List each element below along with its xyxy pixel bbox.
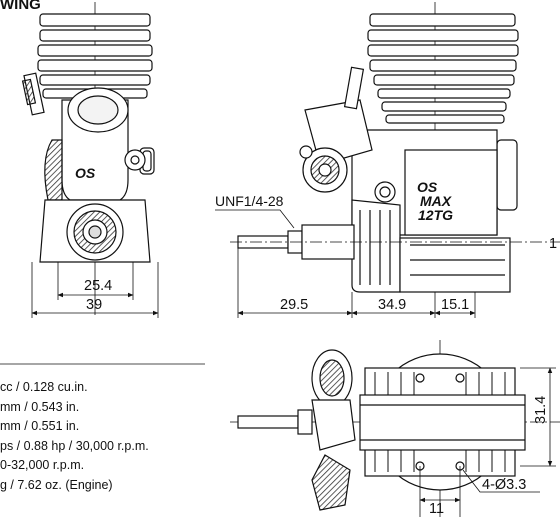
- dim-hole-spacing: 11: [429, 501, 444, 517]
- side-cylinder-fins: [367, 13, 519, 124]
- front-logo: OS: [75, 165, 96, 181]
- spec-line: 0-32,000 r.p.m.: [0, 458, 85, 472]
- side-logo: OS: [417, 179, 438, 195]
- dim-cut-edge: 1: [549, 236, 557, 252]
- section-title: WING: [0, 0, 41, 13]
- front-view: [21, 2, 159, 318]
- side-model-line1: MAX: [420, 193, 453, 209]
- spec-line: cc / 0.128 cu.in.: [0, 380, 88, 394]
- side-backplate: [496, 139, 518, 211]
- side-carburetor: [299, 66, 396, 203]
- front-crankcase: [39, 199, 151, 263]
- dim-body: 34.9: [378, 297, 406, 313]
- spec-line: mm / 0.543 in.: [0, 400, 80, 414]
- dim-width-outer: 39: [86, 297, 102, 313]
- bottom-carburetor: [311, 349, 356, 511]
- bottom-view: [230, 340, 560, 517]
- dim-mount-spacing: 31.4: [533, 396, 549, 424]
- side-crankcase: [351, 129, 511, 293]
- dim-shaft: 29.5: [280, 297, 308, 313]
- spec-line: mm / 0.551 in.: [0, 419, 80, 433]
- side-view: [215, 2, 560, 318]
- spec-line: g / 7.62 oz. (Engine): [0, 478, 113, 492]
- dim-rear: 15.1: [441, 297, 469, 313]
- thread-label: UNF1/4-28: [215, 193, 284, 209]
- dim-hole-label: 4-Ø3.3: [482, 477, 526, 493]
- side-model-line2: 12TG: [418, 207, 453, 223]
- dim-width-inner: 25.4: [84, 278, 112, 294]
- front-cylinder-fins: [37, 13, 153, 99]
- spec-line: ps / 0.88 hp / 30,000 r.p.m.: [0, 439, 149, 453]
